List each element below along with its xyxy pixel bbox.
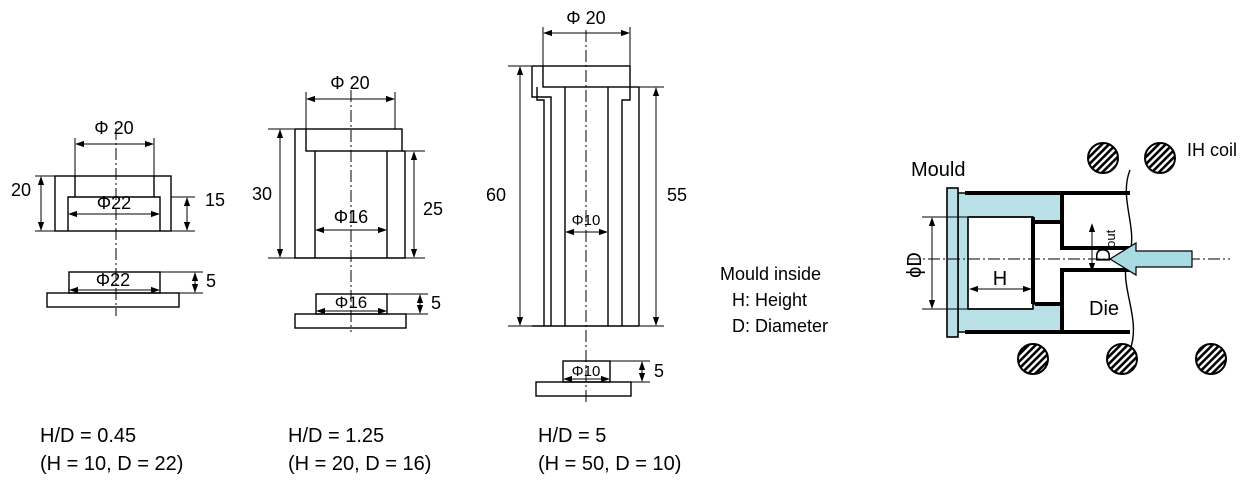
legend-diameter: D: Diameter bbox=[732, 316, 828, 336]
specimen-2-plug-height: 5 bbox=[431, 293, 441, 313]
ih-coil-bottom-1 bbox=[1017, 343, 1049, 375]
push-arrow bbox=[1108, 241, 1193, 277]
specimen-3-inner-diameter: Φ10 bbox=[572, 212, 601, 229]
specimen-2-height-total: 30 bbox=[252, 184, 272, 204]
specimen-1-plug-diameter: Φ22 bbox=[96, 270, 130, 290]
specimen-1-ratio: H/D = 0.45 bbox=[40, 425, 136, 447]
specimen-1-height-inner: 15 bbox=[205, 190, 225, 210]
specimen-1-plug-height: 5 bbox=[206, 271, 216, 291]
legend: Mould inside H: Height D: Diameter bbox=[720, 264, 828, 336]
specimen-1-top-diameter: Φ 20 bbox=[94, 118, 133, 138]
specimen-1-inner-diameter: Φ22 bbox=[97, 193, 131, 213]
specimen-3-cap bbox=[542, 65, 631, 88]
specimen-1-height-total: 20 bbox=[11, 180, 31, 200]
specimen-2-top-diameter: Φ 20 bbox=[330, 73, 369, 93]
specimen-2-plug-diameter: Φ16 bbox=[335, 293, 367, 312]
ih-coil-top-1 bbox=[1087, 142, 1119, 174]
ih-coil-bottom-2 bbox=[1106, 343, 1138, 375]
legend-height: H: Height bbox=[732, 290, 807, 310]
apparatus-dout-label: Dout bbox=[1093, 229, 1118, 262]
apparatus-diameter-label: ϕD bbox=[904, 252, 926, 278]
specimen-1: Φ 20 Φ22 20 15 Φ22 5 H/D = 0.45 (H = 10,… bbox=[11, 118, 225, 475]
specimen-3-plug-diameter: Φ10 bbox=[572, 363, 601, 380]
specimen-3-top-diameter: Φ 20 bbox=[566, 8, 605, 28]
specimen-2-dims: (H = 20, D = 16) bbox=[288, 453, 431, 475]
specimen-2-inner-diameter: Φ16 bbox=[334, 207, 368, 227]
ih-coil-bottom-3 bbox=[1195, 343, 1227, 375]
specimen-2: Φ 20 Φ16 30 25 Φ16 5 H/D = 1.25 (H = 20,… bbox=[252, 73, 443, 475]
ih-coil-top-2 bbox=[1144, 142, 1176, 174]
mould-label: Mould bbox=[911, 159, 965, 181]
ih-coil-label: IH coil bbox=[1187, 140, 1237, 160]
specimen-1-body bbox=[54, 175, 172, 232]
apparatus: ϕD H Dout Mould IH coil Die bbox=[904, 140, 1237, 375]
specimen-3: Φ 20 Φ10 60 55 Φ10 5 H/D = 5 (H = 50, D … bbox=[486, 8, 687, 475]
specimen-2-height-inner: 25 bbox=[423, 199, 443, 219]
specimen-1-dims: (H = 10, D = 22) bbox=[40, 453, 183, 475]
apparatus-height-label: H bbox=[993, 268, 1007, 290]
specimen-3-dims: (H = 50, D = 10) bbox=[538, 453, 681, 475]
die-label: Die bbox=[1089, 298, 1119, 320]
specimen-3-height-total: 60 bbox=[486, 185, 506, 205]
mould-flange bbox=[946, 187, 959, 338]
legend-title: Mould inside bbox=[720, 264, 821, 284]
specimen-2-cap bbox=[305, 128, 403, 152]
specimen-3-ratio: H/D = 5 bbox=[538, 425, 606, 447]
specimen-3-plug-height: 5 bbox=[654, 361, 664, 381]
specimen-3-height-inner: 55 bbox=[667, 185, 687, 205]
specimen-2-ratio: H/D = 1.25 bbox=[288, 425, 384, 447]
mould-body bbox=[957, 192, 1063, 333]
